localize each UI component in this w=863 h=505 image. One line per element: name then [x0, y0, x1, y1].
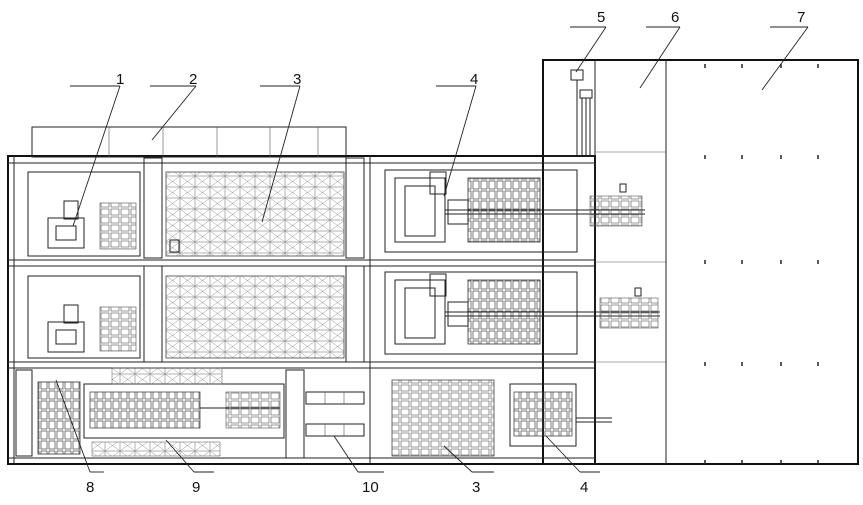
callout-3-bottom: 3 — [472, 479, 480, 496]
callout-9: 9 — [192, 479, 200, 496]
callout-4: 4 — [470, 71, 478, 88]
row1-equipment — [27, 157, 645, 259]
callout-8: 8 — [86, 479, 94, 496]
callout-5: 5 — [597, 9, 605, 26]
callout-4-bottom: 4 — [580, 479, 588, 496]
callout-labels: 1 2 3 4 5 6 7 8 9 10 3 4 — [86, 9, 805, 496]
row3-equipment — [15, 367, 612, 459]
row2-equipment — [27, 265, 660, 363]
callout-6: 6 — [671, 9, 679, 26]
callout-10: 10 — [362, 479, 379, 496]
leader-lines — [55, 26, 809, 473]
tower-equipment — [570, 69, 593, 156]
callout-2: 2 — [189, 71, 197, 88]
callout-3: 3 — [293, 71, 301, 88]
column-grid — [704, 64, 819, 464]
callout-1: 1 — [116, 71, 124, 88]
callout-7: 7 — [797, 9, 805, 26]
